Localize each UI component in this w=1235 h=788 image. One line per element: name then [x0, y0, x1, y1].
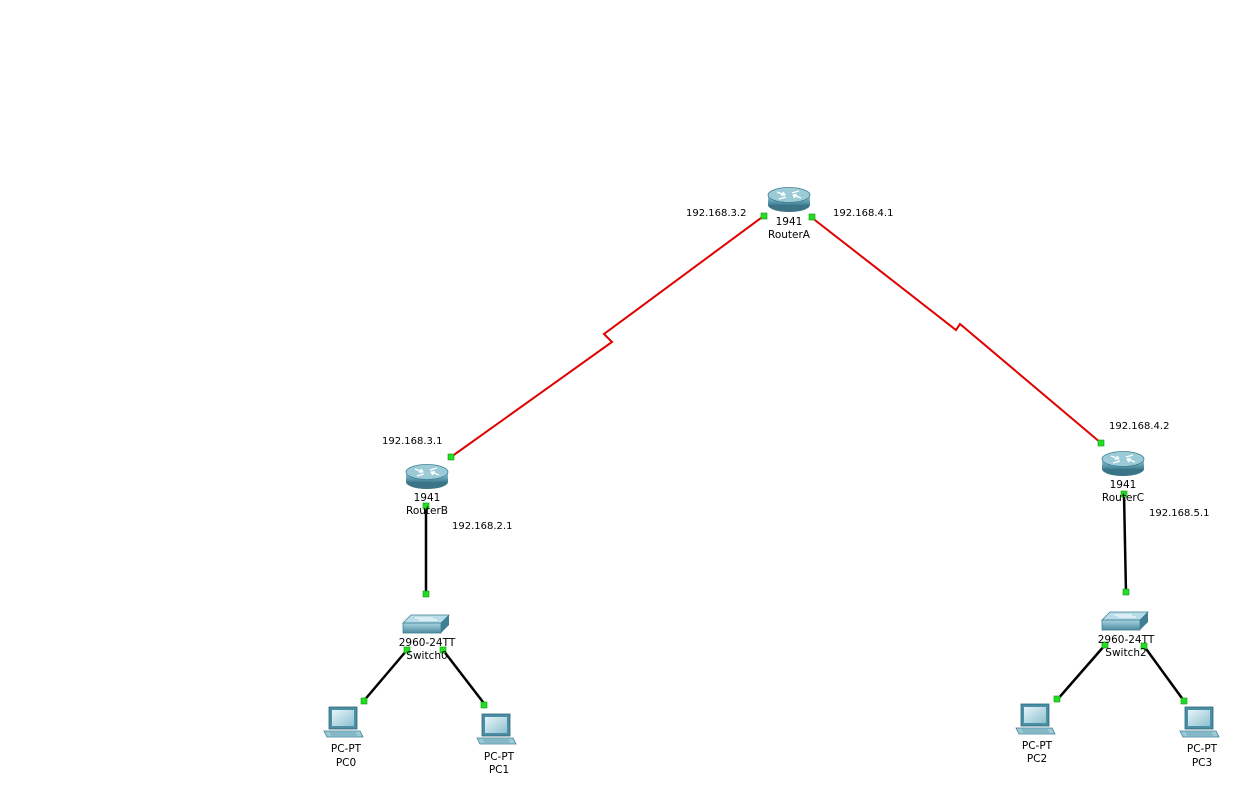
pc-icon [476, 713, 517, 745]
router-icon [405, 463, 449, 490]
pc-icon [323, 706, 364, 738]
serial-link-routerA-routerB[interactable] [450, 214, 766, 458]
device-pc1[interactable]: PC-PT PC1 [476, 713, 517, 776]
router-icon [767, 186, 811, 213]
port-up-indicator [1180, 697, 1188, 705]
port-up-indicator [760, 212, 768, 220]
port-up-indicator [1053, 695, 1061, 703]
ip-labels: 192.168.3.2 192.168.4.1 192.168.3.1 192.… [382, 208, 1209, 532]
ethernet-link-switch0-pc0[interactable] [361, 649, 408, 704]
device-name-label: RouterC [1102, 492, 1144, 504]
device-switch2[interactable]: 2960-24TT Switch2 [1098, 611, 1155, 659]
switch-icon [1101, 611, 1149, 631]
device-pc0[interactable]: PC-PT PC0 [323, 706, 364, 769]
switch-icon [402, 614, 450, 634]
ethernet-link-switch0-pc1[interactable] [442, 649, 487, 707]
device-model-label: 2960-24TT [1098, 634, 1155, 646]
port-up-indicator [439, 646, 447, 654]
ip-label-routerA-left: 192.168.3.2 [686, 208, 746, 219]
device-name-label: PC1 [489, 764, 509, 776]
port-up-indicator [808, 213, 816, 221]
device-name-label: Switch0 [406, 650, 447, 662]
device-model-label: PC-PT [331, 743, 362, 755]
port-up-indicator [403, 646, 411, 654]
device-model-label: 1941 [414, 492, 441, 504]
port-up-indicator [1120, 490, 1128, 498]
device-model-label: 2960-24TT [399, 637, 456, 649]
device-name-label: PC0 [336, 757, 356, 769]
device-model-label: PC-PT [484, 751, 515, 763]
port-up-indicator [1140, 642, 1148, 650]
pc-icon [1015, 703, 1056, 735]
ethernet-link-switch2-pc3[interactable] [1142, 645, 1186, 702]
port-up-indicator [422, 502, 430, 510]
port-up-indicator [1101, 641, 1109, 649]
device-name-label: RouterB [406, 505, 448, 517]
device-model-label: 1941 [1110, 479, 1137, 491]
port-up-indicator [480, 701, 488, 709]
port-up-indicator [360, 697, 368, 705]
device-switch0[interactable]: 2960-24TT Switch0 [399, 614, 456, 662]
port-indicators [360, 212, 1188, 709]
device-name-label: PC3 [1192, 757, 1212, 769]
port-up-indicator [1122, 588, 1130, 596]
links-layer [361, 214, 1186, 707]
device-name-label: RouterA [768, 229, 811, 241]
pc-icon [1179, 706, 1220, 738]
device-routerA[interactable]: 1941 RouterA [767, 186, 811, 242]
ip-label-routerB-up: 192.168.3.1 [382, 436, 442, 447]
port-up-indicator [1097, 439, 1105, 447]
device-model-label: 1941 [776, 216, 803, 228]
ip-label-routerA-right: 192.168.4.1 [833, 208, 893, 219]
device-routerC[interactable]: 1941 RouterC [1101, 450, 1145, 505]
ethernet-link-switch2-pc2[interactable] [1056, 644, 1106, 701]
port-up-indicator [422, 590, 430, 598]
device-name-label: Switch2 [1105, 647, 1146, 659]
router-icon [1101, 450, 1145, 477]
ethernet-link-routerC-switch2[interactable] [1122, 493, 1128, 594]
port-up-indicator [447, 453, 455, 461]
ip-label-routerC-up: 192.168.4.2 [1109, 421, 1169, 432]
device-model-label: PC-PT [1187, 743, 1218, 755]
serial-link-routerA-routerC[interactable] [810, 216, 1102, 444]
ip-label-routerB-down: 192.168.2.1 [452, 521, 512, 532]
device-model-label: PC-PT [1022, 740, 1053, 752]
device-name-label: PC2 [1027, 753, 1047, 765]
device-routerB[interactable]: 1941 RouterB [405, 463, 449, 518]
ip-label-routerC-down: 192.168.5.1 [1149, 508, 1209, 519]
device-pc2[interactable]: PC-PT PC2 [1015, 703, 1056, 765]
device-pc3[interactable]: PC-PT PC3 [1179, 706, 1220, 769]
